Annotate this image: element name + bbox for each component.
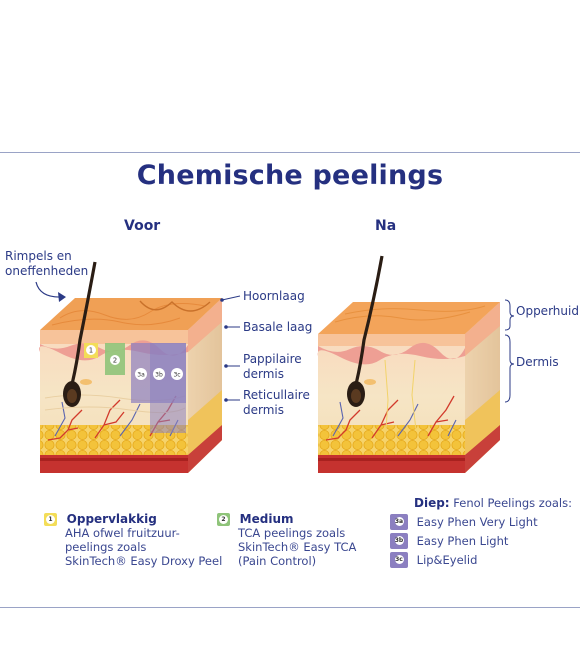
- peel-marker-1: 1: [86, 345, 96, 355]
- dermis-bracket: [504, 334, 515, 403]
- legend-opp-line2: peelings zoals: [65, 540, 147, 554]
- svg-text:2: 2: [113, 357, 117, 365]
- label-rimpels: Rimpels en oneffenheden: [5, 249, 88, 279]
- purple-badge-icon: 3c: [390, 552, 408, 568]
- legend-diep-item-3c: 3c Lip&Eyelid: [390, 552, 477, 568]
- label-dermis: Dermis: [516, 355, 559, 369]
- peel-marker-3a: 3a: [135, 368, 147, 380]
- label-pappilaire-dermis: Pappilaire dermis: [243, 352, 302, 382]
- legend-diep-label-3c: Lip&Eyelid: [416, 552, 478, 567]
- peel-marker-3b: 3b: [153, 368, 165, 380]
- legend-diep-item-3a: 3a Easy Phen Very Light: [390, 514, 538, 530]
- purple-badge-icon: 3b: [390, 533, 408, 549]
- legend-diep-title: Diep:: [414, 496, 450, 510]
- label-basale-laag: Basale laag: [243, 320, 313, 334]
- purple-badge-icon: 3a: [390, 514, 408, 530]
- bottom-divider: [0, 607, 580, 608]
- label-pappilaire-line2: dermis: [243, 367, 284, 381]
- legend-diep-label-3b: Easy Phen Light: [416, 533, 509, 548]
- skin-block-after: [317, 255, 500, 473]
- yellow-badge-icon: 1: [44, 513, 57, 526]
- legend-med-line1: TCA peelings zoals: [238, 526, 346, 540]
- label-pappilaire-line1: Pappilaire: [243, 352, 302, 366]
- svg-text:3a: 3a: [137, 372, 145, 379]
- legend-opp-line3: SkinTech® Easy Droxy Peel: [65, 554, 223, 568]
- arrow-head-icon: [58, 292, 66, 302]
- legend-opp-title: Oppervlakkig: [66, 512, 157, 526]
- skin-diagram: 1 2 3a 3b 3c: [35, 255, 515, 473]
- legend-med-line2: SkinTech® Easy TCA: [238, 540, 357, 554]
- wrinkle-arrow: [35, 281, 63, 298]
- legend-opp-line1: AHA ofwel fruitzuur-: [65, 526, 180, 540]
- label-leaders: [221, 295, 241, 401]
- legend-diep: Diep: Fenol Peelings zoals:: [414, 496, 572, 510]
- label-hoornlaag: Hoornlaag: [243, 289, 305, 303]
- skin-block-before: [39, 261, 222, 473]
- legend-med-line3: (Pain Control): [238, 554, 317, 568]
- legend-medium: 2 Medium TCA peelings zoals SkinTech® Ea…: [217, 512, 356, 568]
- legend-med-title: Medium: [239, 512, 294, 526]
- legend-diep-label-3a: Easy Phen Very Light: [416, 514, 538, 529]
- page-title: Chemische peelings: [136, 160, 444, 191]
- svg-text:1: 1: [89, 347, 93, 355]
- label-rimpels-line1: Rimpels en: [5, 249, 72, 263]
- opperhuid-bracket: [504, 299, 515, 331]
- label-reticullaire-line2: dermis: [243, 403, 284, 417]
- label-opperhuid: Opperhuid: [516, 304, 579, 318]
- label-rimpels-line2: oneffenheden: [5, 264, 89, 278]
- epidermis-top-after: [318, 302, 500, 334]
- label-reticullaire-dermis: Reticullaire dermis: [243, 388, 310, 418]
- green-badge-icon: 2: [217, 513, 230, 526]
- peel-marker-2: 2: [110, 355, 120, 365]
- label-reticullaire-line1: Reticullaire: [243, 388, 310, 402]
- top-divider: [0, 152, 580, 153]
- legend-oppervlakkig: 1 Oppervlakkig AHA ofwel fruitzuur- peel…: [44, 512, 222, 568]
- svg-text:3c: 3c: [173, 372, 180, 379]
- svg-text:3b: 3b: [155, 372, 163, 379]
- heading-after: Na: [375, 218, 397, 234]
- legend-diep-sub: Fenol Peelings zoals:: [449, 496, 572, 510]
- peel-marker-3c: 3c: [171, 368, 183, 380]
- legend-diep-item-3b: 3b Easy Phen Light: [390, 533, 508, 549]
- heading-before: Voor: [124, 218, 161, 234]
